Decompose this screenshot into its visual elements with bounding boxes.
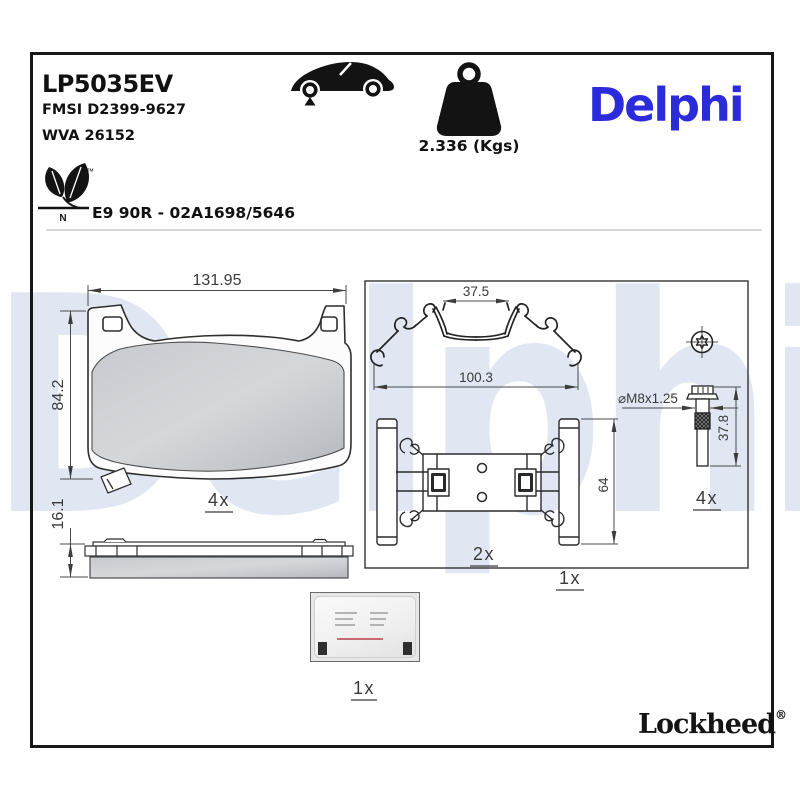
bolt-head-splines [697,387,709,393]
bracket-qty-label: 2x [473,544,495,564]
sachet-qty-label: 1x [353,678,375,698]
torx-crosshair [686,326,718,358]
bolt-shank-upper [695,398,710,414]
packet-text-line [370,612,388,614]
bolt-top-view [686,326,718,358]
hardware-panel-box [364,280,749,569]
bolt-length-dim: 37.8 [716,415,731,441]
side-extension-lines [60,528,88,578]
packet-text-line [335,618,353,620]
wva-reference: WVA 26152 [42,128,135,144]
bracket-view [376,418,580,546]
bolt-qty-label: 4x [696,488,718,508]
bolt-thread-knurl [694,412,711,430]
packet-text-line [335,612,357,614]
bracket-grommet-right-inner [518,473,533,492]
pad-width-dim: 131.95 [193,272,242,289]
bracket-curl-bl [399,510,420,528]
border-frame [30,52,774,748]
weight-body [436,82,502,136]
bracket-plate-detail-lines [377,427,579,538]
header-divider [46,229,762,231]
pad-friction-material [91,341,345,472]
part-number: LP5035EV [42,70,173,98]
bolt-thread-dim: ⌀M8x1.25 [618,391,678,406]
eco-tm-label: ™ [86,167,94,176]
leaf-right [64,163,90,203]
ece-approval: E9 90R - 02A1698/5646 [92,204,296,222]
eco-leaf-icon: N ™ [38,163,94,224]
bolt-shank-lower [696,428,709,467]
bracket-curl-tl [399,437,420,455]
pad-hole-left [102,316,123,332]
eco-n-label: N [59,213,66,224]
bolt-dimensions [622,386,741,467]
bolt-side-view [686,385,719,467]
packet-text-line [335,624,355,626]
pad-hole-right [320,316,338,332]
clip-right-half [475,302,582,367]
pad-side-view [84,538,354,579]
bracket-height-dim: 64 [596,477,611,493]
clip-outer-dim: 100.3 [459,370,493,385]
clip-dimensions [373,298,579,390]
packet-text-line [370,618,386,620]
pad-side-dimensions [60,528,88,578]
registered-mark: ® [775,708,787,722]
side-friction-block [89,556,349,579]
pad-qty-label: 4x [208,490,230,510]
car-icon [291,61,394,106]
grease-sachet-photo [310,592,420,662]
weight-value: 2.336 (Kgs) [418,137,520,155]
pad-extension-lines [60,285,347,480]
bracket-rails [396,471,559,492]
spring-clip-view [370,302,582,367]
bracket-plate-left [376,418,398,546]
pad-front-dimensions [60,285,347,480]
fmsi-reference: FMSI D2399-9627 [42,102,186,118]
side-thickness-dim: 16.1 [50,498,67,529]
packet-corner-left [318,642,327,655]
bracket-dimensions [581,418,618,545]
side-clip-bumps [103,538,328,543]
side-backplate [84,545,354,557]
grease-packet [314,596,416,658]
car-rear-rim [365,81,381,97]
kit-qty-label: 1x [559,568,581,588]
leaf-left [45,167,65,197]
side-backplate-segments [95,546,343,556]
pad-front-view [87,304,352,494]
lockheed-text: Lockheed [638,709,776,740]
clip-inner-dim: 37.5 [463,284,489,299]
wear-sensor-tab [100,467,132,494]
leaf-left-vein [51,170,61,195]
pad-height-dim: 84.2 [50,379,67,410]
bracket-hole-bottom [476,491,488,503]
packet-corner-right [403,642,412,655]
car-front-rim [302,82,318,98]
bracket-grommet-left-inner [431,473,446,492]
lockheed-logo: Lockheed® [638,708,787,740]
bracket-hole-top [476,462,488,474]
delphi-logo: Delphi [588,78,745,132]
clip-left-half [370,302,477,367]
car-window-line [339,62,352,76]
leaf-right-vein [69,166,82,199]
bracket-shoulder-lines [410,444,554,521]
bracket-plate-right [558,418,580,546]
weight-icon [436,62,502,136]
packet-warning-line [337,638,383,640]
packet-text-line [370,624,384,626]
bolt-flange [686,393,719,400]
front-axle-marker [304,97,316,106]
